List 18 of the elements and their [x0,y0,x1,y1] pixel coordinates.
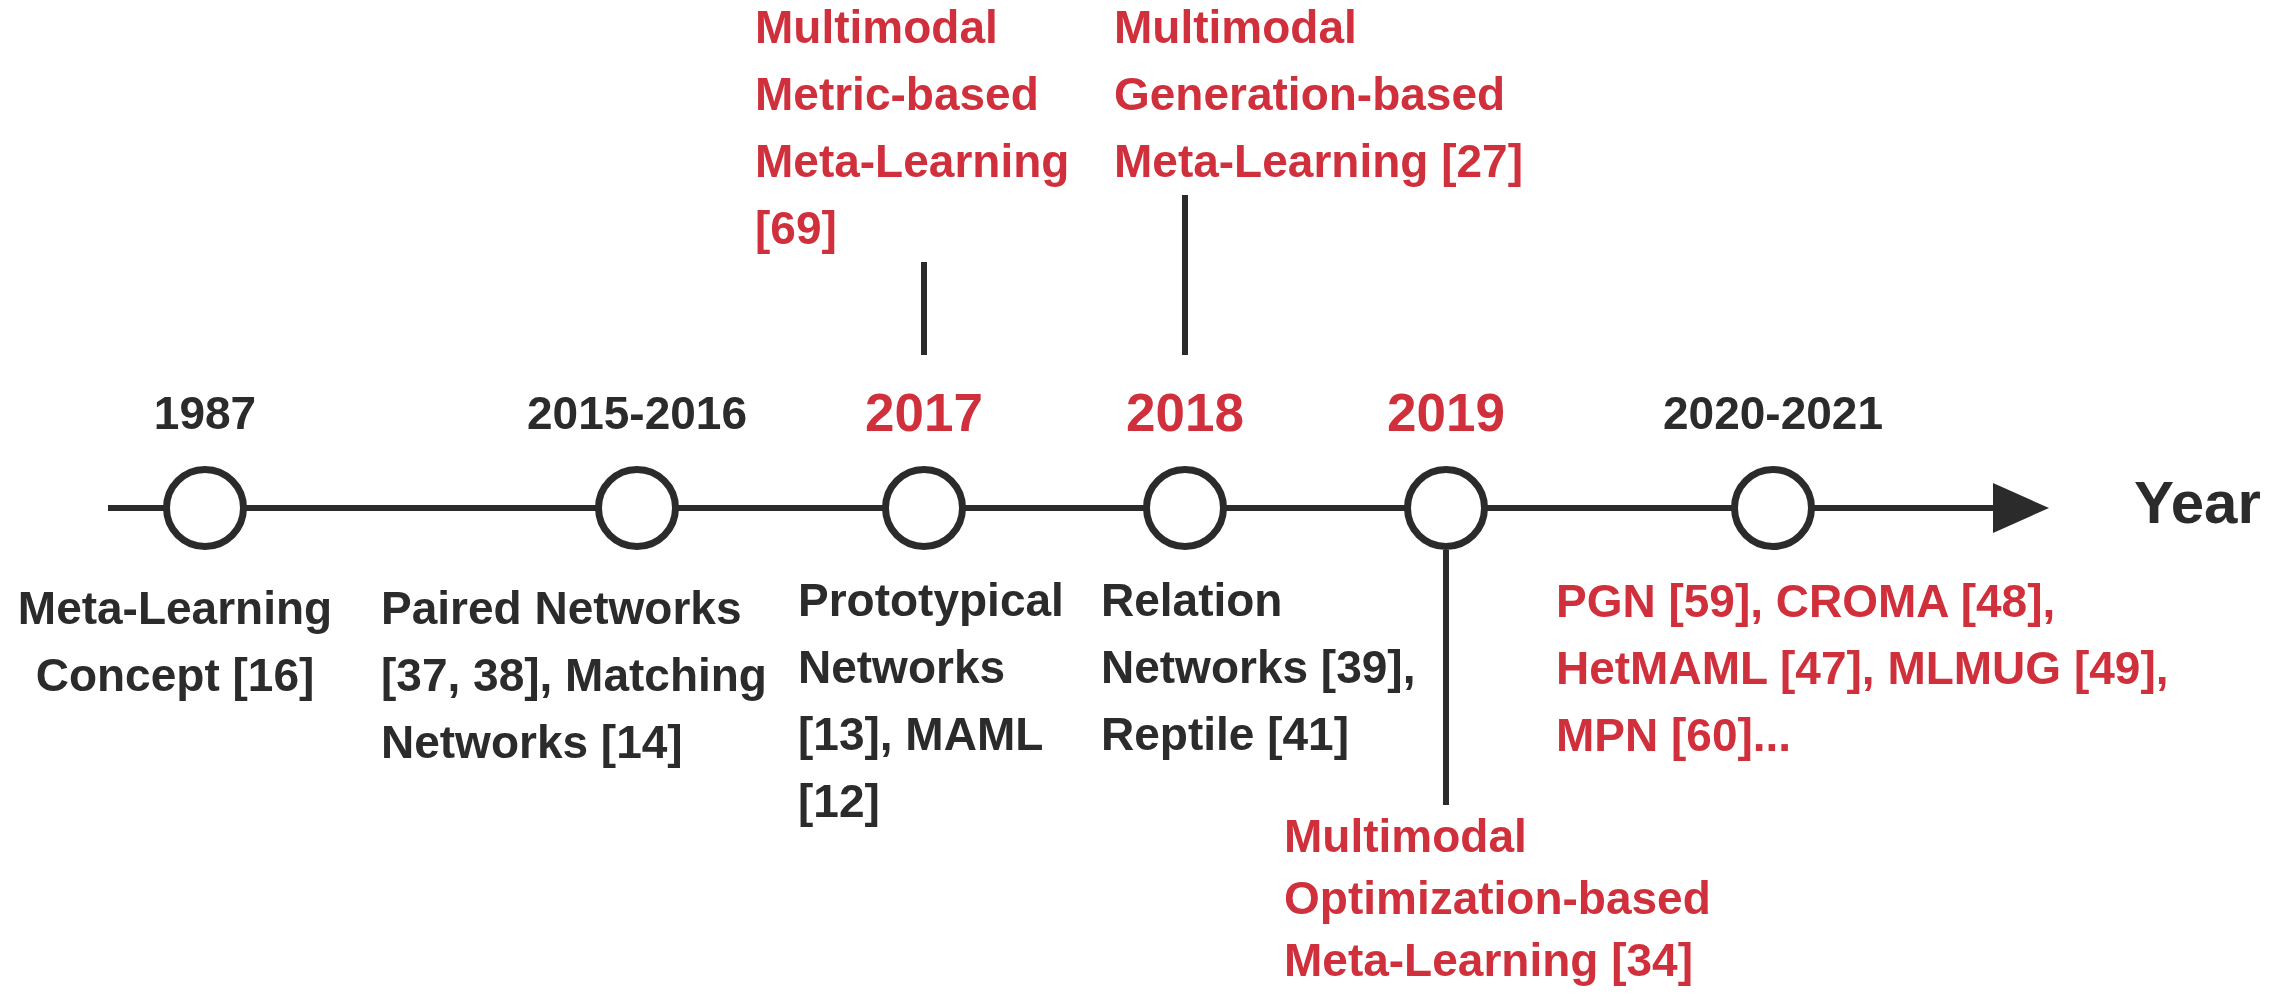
milestone-text: Multimodal Metric-based Meta-Learning [69] [755,0,1095,262]
year-label: 2015-2016 [527,386,747,441]
connector-line [921,262,927,355]
year-label: 2019 [1387,383,1505,443]
year-label: 2017 [865,383,983,443]
milestone-note: Paired Networks [37, 38], Matching Networks [14] [381,581,768,770]
year-label: 2020-2021 [1663,386,1883,441]
connector-line [1182,195,1188,355]
milestone-note: Prototypical Networks [13], MAML [12] [798,573,1065,829]
milestone-note: Meta-Learning Concept [16] [16,581,334,703]
milestone-text: Multimodal Optimization-based Meta-Learning [34] [1284,805,1729,991]
year-label: 1987 [153,386,257,441]
milestone-text: Multimodal Generation-based Meta-Learning [27] [1114,0,1544,195]
milestone-note: PGN [59], CROMA [48], HetMAML [47], MLMUG [49], MPN [60]... [1556,574,2170,763]
year-label: 2018 [1126,383,1244,443]
milestone-note: Relation Networks [39], Reptile [41] [1101,573,1417,762]
connector-line [1443,550,1449,805]
axis-label: Year [2134,468,2261,538]
